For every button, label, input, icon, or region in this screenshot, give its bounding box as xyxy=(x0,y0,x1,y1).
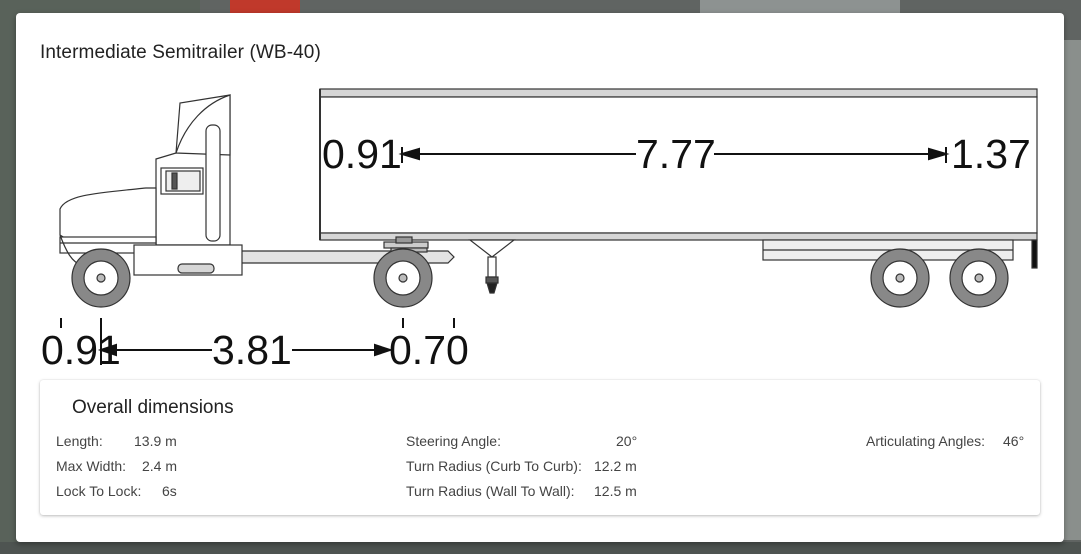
vehicle-title: Intermediate Semitrailer (WB-40) xyxy=(40,42,321,63)
steering-angle-value: 20° xyxy=(616,433,638,449)
lock-to-lock-value: 6s xyxy=(162,483,177,499)
turn-radius-curb-label: Turn Radius (Curb To Curb): xyxy=(406,458,582,474)
turn-radius-curb-stat: Turn Radius (Curb To Curb): 12.2 m xyxy=(406,458,637,474)
vehicle-diagram: 0.91 7.77 1.37 0.91 3.81 0.70 xyxy=(41,88,1038,373)
lock-to-lock-label: Lock To Lock: xyxy=(56,483,142,499)
trailer-rear-overhang-label: 1.37 xyxy=(951,131,1031,177)
max-width-label: Max Width: xyxy=(56,458,127,474)
turn-radius-curb-value: 12.2 m xyxy=(594,458,637,474)
steering-angle-stat: Steering Angle: 20° xyxy=(406,433,637,449)
trailer xyxy=(319,88,1038,308)
articulating-angles-stat: Articulating Angles: 46° xyxy=(866,433,1024,449)
vehicle-card: Intermediate Semitrailer (WB-40) xyxy=(16,13,1064,542)
overall-dimensions-heading: Overall dimensions xyxy=(72,397,234,418)
length-stat: Length: 13.9 m xyxy=(56,433,177,449)
articulating-angles-value: 46° xyxy=(1003,433,1025,449)
length-value: 13.9 m xyxy=(134,433,177,449)
steering-angle-label: Steering Angle: xyxy=(406,433,501,449)
articulating-angles-label: Articulating Angles: xyxy=(866,433,986,449)
tractor-wheelbase-label: 3.81 xyxy=(212,327,292,373)
trailer-dimension-line xyxy=(398,147,950,163)
length-label: Length: xyxy=(56,433,103,449)
overall-dimensions-panel: Overall dimensions Length: 13.9 m Max Wi… xyxy=(40,380,1040,515)
tractor xyxy=(59,94,455,308)
turn-radius-wall-label: Turn Radius (Wall To Wall): xyxy=(406,483,575,499)
tractor-kingpin-offset-label: 0.70 xyxy=(389,327,469,373)
tractor-front-overhang-label: 0.91 xyxy=(41,327,121,373)
lock-to-lock-stat: Lock To Lock: 6s xyxy=(56,483,177,499)
turn-radius-wall-stat: Turn Radius (Wall To Wall): 12.5 m xyxy=(406,483,637,499)
tractor-dimension-line xyxy=(60,318,455,365)
trailer-wheelbase-label: 7.77 xyxy=(636,131,716,177)
turn-radius-wall-value: 12.5 m xyxy=(594,483,637,499)
max-width-stat: Max Width: 2.4 m xyxy=(56,458,177,474)
max-width-value: 2.4 m xyxy=(142,458,178,474)
trailer-front-overhang-label: 0.91 xyxy=(322,131,402,177)
